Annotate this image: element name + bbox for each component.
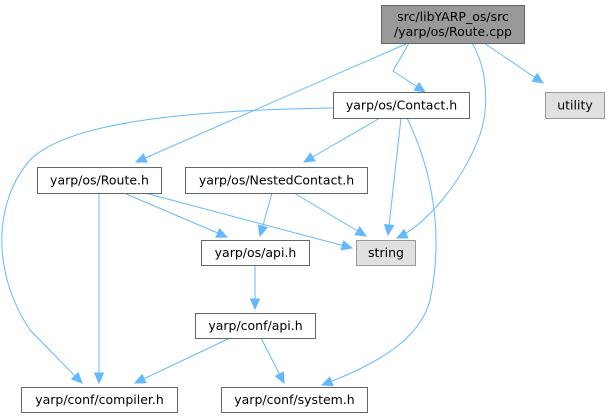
edge-nestedcontact-h-to-string [293,192,368,237]
arrowhead-icon [249,298,261,311]
arrowhead-icon [354,226,368,237]
node-label: yarp/conf/system.h [234,392,354,407]
edges-layer [1,42,545,387]
node-label: yarp/os/Contact.h [346,98,457,113]
node-box [356,240,416,266]
arrowhead-icon [215,228,229,238]
node-string: string [356,240,416,266]
edge-line [144,192,353,249]
arrowhead-icon [395,228,409,239]
arrowhead-icon [93,372,105,385]
node-box [333,92,470,119]
node-label: yarp/os/NestedContact.h [199,173,354,188]
arrowhead-icon [531,72,545,84]
edge-conf-api-h-to-compiler-h [133,337,231,384]
edge-route-cpp-to-contact-h [392,42,427,93]
arrowhead-icon [340,240,354,251]
node-label: /yarp/os/Route.cpp [394,24,512,39]
node-label: yarp/os/api.h [215,245,297,260]
edge-contact-h-to-compiler-h [1,107,334,384]
edge-route-h-to-os-api-h [123,192,229,238]
edge-contact-h-to-system-h [320,117,437,387]
node-route-h[interactable]: yarp/os/Route.h [37,167,162,194]
edge-route-cpp-to-string [395,42,487,239]
arrowhead-icon [257,224,268,238]
node-box [185,167,368,194]
edge-route-h-to-compiler-h [93,193,105,385]
node-box [545,92,605,119]
node-box [21,387,178,413]
node-label: yarp/conf/compiler.h [35,392,164,407]
edge-line [303,117,381,163]
edge-line [134,337,231,384]
edge-route-h-to-string [144,192,354,251]
edge-os-api-h-to-conf-api-h [249,265,261,311]
node-box [37,167,162,194]
edge-line [321,117,437,386]
node-label: utility [557,98,593,113]
edge-line [392,42,426,93]
edge-line [387,117,402,236]
node-box [221,387,368,413]
edge-contact-h-to-string [383,117,402,237]
arrowhead-icon [133,373,147,384]
edge-nestedcontact-h-to-os-api-h [257,192,273,238]
edge-route-cpp-to-utility [483,42,545,84]
node-box [201,240,310,266]
node-utility: utility [545,92,605,119]
node-compiler-h[interactable]: yarp/conf/compiler.h [21,387,178,413]
node-box [195,313,316,339]
arrowhead-icon [302,152,316,163]
edge-line [293,192,367,237]
edge-contact-h-to-nestedcontact-h [302,117,381,163]
edge-conf-api-h-to-system-h [260,337,285,385]
edge-line [123,192,228,238]
arrowhead-icon [320,376,334,387]
node-system-h[interactable]: yarp/conf/system.h [221,387,368,413]
node-label: yarp/conf/api.h [208,318,302,333]
node-route-cpp: src/libYARP_os/src/yarp/os/Route.cpp [381,5,525,44]
node-label: string [368,245,404,260]
edge-line [135,42,409,163]
arrowhead-icon [274,371,285,385]
arrowhead-icon [383,223,395,237]
node-os-api-h[interactable]: yarp/os/api.h [201,240,310,266]
edge-line [1,107,334,384]
edge-line [396,42,487,239]
arrowhead-icon [413,81,427,93]
node-contact-h[interactable]: yarp/os/Contact.h [333,92,470,119]
node-nestedcontact-h[interactable]: yarp/os/NestedContact.h [185,167,368,194]
edge-line [483,42,544,84]
arrowhead-icon [134,152,148,163]
nodes-layer: src/libYARP_os/src/yarp/os/Route.cppyarp… [21,5,605,413]
node-label: yarp/os/Route.h [50,173,149,188]
node-conf-api-h[interactable]: yarp/conf/api.h [195,313,316,339]
edge-route-cpp-to-route-h [134,42,409,163]
node-box [381,5,525,44]
arrowhead-icon [70,371,83,384]
node-label: src/libYARP_os/src [397,9,509,24]
